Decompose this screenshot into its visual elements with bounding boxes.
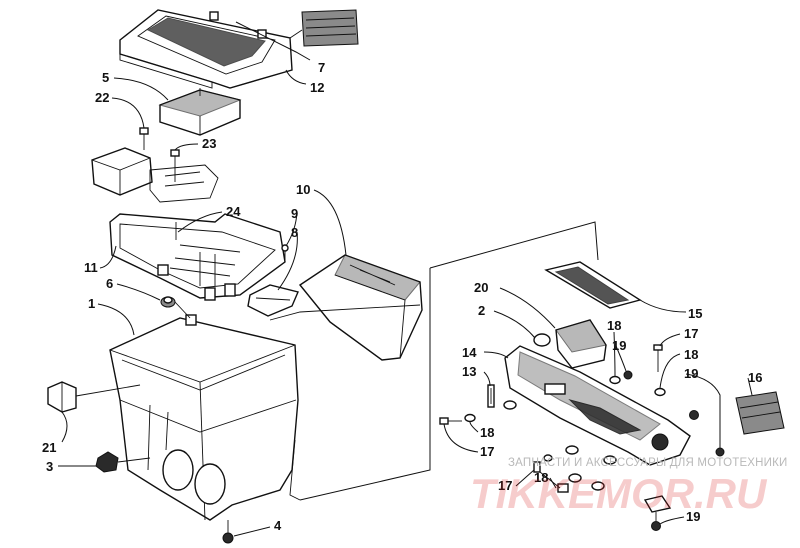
part-7-grille: [301, 9, 359, 47]
part-3-fitting: [95, 451, 119, 473]
callout-19-top: 19: [612, 338, 626, 353]
callout-17-left: 17: [480, 444, 494, 459]
part-21-clip: [47, 381, 77, 413]
part-2-disc: [533, 333, 551, 347]
part-15-cover-strip: [544, 261, 642, 309]
part-4-drain: [222, 532, 234, 544]
callout-11: 11: [84, 260, 98, 275]
callout-18-bottom: 18: [534, 470, 548, 485]
callout-15: 15: [688, 306, 702, 321]
callout-leaders: [58, 21, 753, 537]
callout-19-right: 19: [684, 366, 698, 381]
right-detail-frame: [299, 221, 599, 501]
watermark-logo: TIKKEMOR.RU: [470, 470, 768, 517]
callout-1: 1: [88, 296, 95, 311]
part-14-channel-bracket: [504, 345, 691, 466]
part-12-airbox-lid: [119, 9, 293, 89]
callout-22: 22: [95, 90, 109, 105]
assembly-lines: [75, 29, 421, 533]
callout-21: 21: [42, 440, 56, 455]
part-22-bolt: [139, 127, 149, 150]
callout-12: 12: [310, 80, 324, 95]
callout-17-top: 17: [684, 326, 698, 341]
callout-16: 16: [748, 370, 762, 385]
hardware-right: [439, 344, 725, 531]
callout-7: 7: [318, 60, 325, 75]
callout-labels: 7 12 5 22 23 24 10 9 8 11 6 1 21 3 4 20 …: [42, 60, 762, 533]
watermark-text: ЗАПЧАСТИ И АКСЕССУАРЫ ДЛЯ МОТОТЕХНИКИ: [508, 457, 788, 469]
part-23-bolt: [170, 149, 180, 182]
callout-18-top: 18: [607, 318, 621, 333]
callout-6: 6: [106, 276, 113, 291]
callout-19-bottom: 19: [686, 509, 700, 524]
callout-2: 2: [478, 303, 485, 318]
part-20-block: [555, 319, 607, 369]
part-11-tray: [109, 213, 286, 301]
callout-18-right: 18: [684, 347, 698, 362]
callout-3: 3: [46, 459, 53, 474]
callout-8: 8: [291, 225, 298, 240]
callout-13: 13: [462, 364, 476, 379]
callout-10: 10: [296, 182, 310, 197]
callout-23: 23: [202, 136, 216, 151]
callout-9: 9: [291, 206, 298, 221]
callout-4: 4: [274, 518, 282, 533]
part-9-clip: [281, 244, 289, 262]
part-1-main-airbox: [109, 314, 299, 521]
watermark: ЗАПЧАСТИ И АКСЕССУАРЫ ДЛЯ МОТОТЕХНИКИ TI…: [470, 457, 788, 517]
part-13-stud: [487, 384, 495, 408]
callout-17-bottom: 17: [498, 478, 512, 493]
part-module-box: [91, 147, 219, 203]
part-6-grommet: [160, 296, 176, 308]
part-16-filter-pad: [735, 391, 785, 435]
part-10-intake-duct: [298, 254, 423, 361]
part-5-filter-block: [158, 89, 242, 136]
callout-14: 14: [462, 345, 477, 360]
callout-18-left: 18: [480, 425, 494, 440]
callout-24: 24: [226, 204, 241, 219]
callout-5: 5: [102, 70, 109, 85]
callout-20: 20: [474, 280, 488, 295]
part-8-bracket: [247, 284, 299, 317]
